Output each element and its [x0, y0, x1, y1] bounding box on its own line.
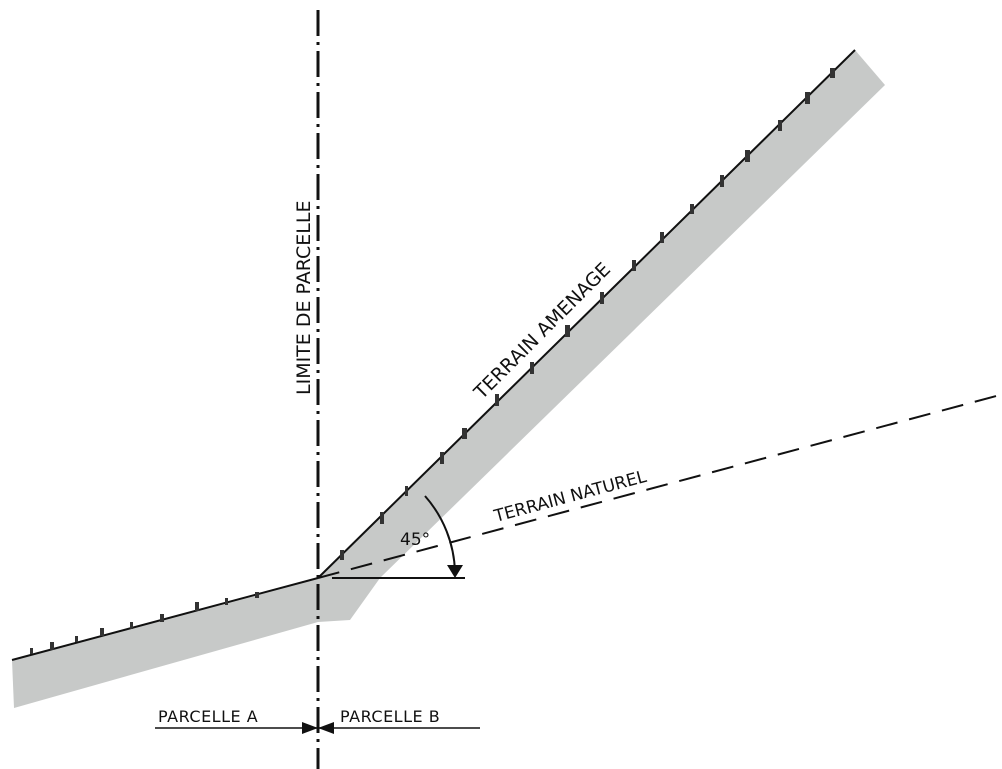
- terrain-naturel-line: [317, 394, 1001, 579]
- parcel-limit-label: LIMITE DE PARCELLE: [293, 201, 315, 395]
- grass-tufts-embankment: [340, 68, 835, 560]
- parcel-a-label: PARCELLE A: [158, 707, 258, 726]
- angle-label: 45°: [400, 530, 430, 550]
- parcel-a-terrain-band: [12, 578, 318, 708]
- parcel-a-arrow: [302, 722, 318, 734]
- parcel-a-surface-line: [11, 577, 319, 661]
- parcel-b-terrain-wedge: [318, 578, 380, 622]
- grass-tufts-left: [30, 592, 259, 654]
- parcel-b-label: PARCELLE B: [340, 707, 440, 726]
- parcel-b-arrow: [318, 722, 334, 734]
- angle-arc: [424, 495, 456, 573]
- angle-arrow-head: [447, 565, 463, 578]
- terrain-naturel-label: TERRAIN NATUREL: [491, 467, 649, 527]
- terrain-amenage-band: [318, 50, 885, 578]
